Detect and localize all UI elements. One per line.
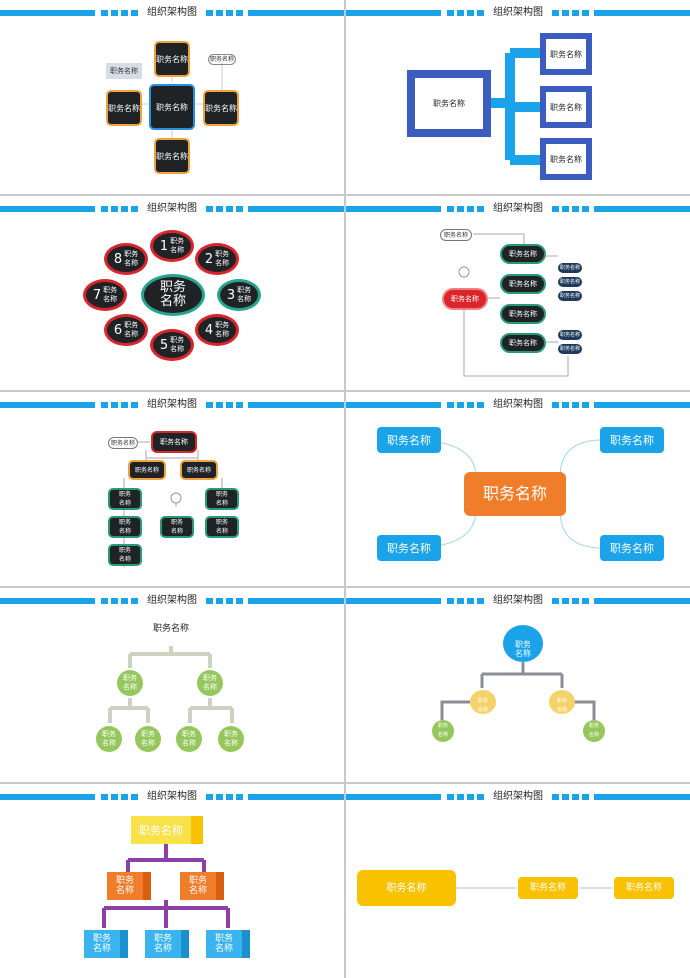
slide-6[interactable]: 组织架构图 职务名称 职务名称 职务名称 职务名称 职务名称 (346, 392, 690, 586)
slide-2[interactable]: 组织架构图 职务名称 职务名称 职务名称 职务名称 (346, 0, 690, 194)
slide-title: 组织架构图 (147, 791, 197, 802)
org-box: 职务 名称 (160, 516, 194, 538)
org-node: 职务 名称 (432, 720, 454, 742)
org-box: 职务 名称 (205, 488, 239, 510)
org-node: 职务 名称 (117, 670, 143, 696)
org-tag: 职务名称 (208, 54, 236, 65)
slide-header: 组织架构图 (346, 399, 690, 411)
org-box: 职务 名称 (180, 872, 224, 900)
org-node: 职务 名称 (135, 726, 161, 752)
org-mini: 职务名称 (558, 263, 582, 273)
org-box: 职务 名称 (145, 930, 189, 958)
org-node: 职务 名称 (176, 726, 202, 752)
org-node: 职务 名称 (470, 690, 496, 714)
org-box: 职务名称 (600, 535, 664, 561)
org-box: 职务 名称 (108, 544, 142, 566)
org-node: 职务 名称 (197, 670, 223, 696)
org-box-main: 职务名称 (407, 70, 491, 137)
org-box: 职务 名称 (205, 516, 239, 538)
org-box: 职务名称 (518, 877, 578, 899)
org-box: 职务名称 (500, 274, 546, 294)
org-box: 职务名称 (154, 138, 190, 174)
org-node: 职务 名称 (218, 726, 244, 752)
org-box: 职务名称 (106, 63, 142, 79)
org-box: 职务名称 (128, 460, 166, 480)
slide-header: 组织架构图 (346, 203, 690, 215)
slide-header: 组织架构图 (0, 791, 344, 803)
slide-title: 组织架构图 (493, 791, 543, 802)
slide-header: 组织架构图 (346, 791, 690, 803)
org-box: 职务名称 (154, 41, 190, 77)
slide-header: 组织架构图 (346, 595, 690, 607)
slide-header: 组织架构图 (0, 203, 344, 215)
slide-title: 组织架构图 (493, 399, 543, 410)
org-box: 职务 名称 (206, 930, 250, 958)
org-box: 职务 名称 (108, 516, 142, 538)
org-mini: 职务名称 (558, 291, 582, 301)
org-box: 职务名称 (540, 86, 592, 128)
slide-title: 组织架构图 (147, 7, 197, 18)
slide-title: 组织架构图 (147, 399, 197, 410)
org-box: 职务名称 (500, 244, 546, 264)
org-node: 职务 名称 (96, 726, 122, 752)
slide-1[interactable]: 组织架构图 职务名称 职务名称 职务名称 职务名称 职务名称 职务名称 职务名称 (0, 0, 344, 194)
slide-title: 组织架构图 (493, 7, 543, 18)
slide-title: 组织架构图 (147, 203, 197, 214)
org-box: 职务名称 (500, 333, 546, 353)
slide-10[interactable]: 组织架构图 职务名称 职务名称 职务名称 (346, 784, 690, 978)
org-box-main: 职务名称 (357, 870, 456, 906)
slide-9[interactable]: 组织架构图 职务名称 职务 名称 职务 名称 职务 名称 职务 名称 职务 名称 (0, 784, 344, 978)
org-box: 职务名称 (600, 427, 664, 453)
org-box-main: 职务名称 (149, 84, 195, 130)
org-node-main: 职务 名称 (503, 625, 543, 662)
org-box: 职务名称 (203, 90, 239, 126)
org-tag: 职务名称 (108, 437, 138, 449)
org-box: 职务名称 (500, 304, 546, 324)
slide-7[interactable]: 组织架构图 职务名称 职务 名称 职务 名称 职务 名称 职务 名称 职务 名称… (0, 588, 344, 782)
org-mini: 职务名称 (558, 330, 582, 340)
org-box-main: 职务名称 (442, 288, 488, 310)
org-box-main: 职务名称 (131, 816, 203, 844)
slide-header: 组织架构图 (0, 399, 344, 411)
slide-5[interactable]: 组织架构图 职务名称 职务名称 职务名称 职务名称 职务 名称 职务 名称 职务… (0, 392, 344, 586)
org-top-label: 职务名称 (152, 624, 189, 634)
org-node: 职务 名称 (549, 690, 575, 714)
slide-header: 组织架构图 (0, 7, 344, 19)
org-mini: 职务名称 (558, 277, 582, 287)
org-box: 职务名称 (377, 535, 441, 561)
slide-8[interactable]: 组织架构图 职务 名称 职务 名称 职务 名称 职务 名称 职务 名称 (346, 588, 690, 782)
org-box: 职务名称 (540, 33, 592, 75)
org-box: 职务名称 (180, 460, 218, 480)
slide-header: 组织架构图 (346, 7, 690, 19)
org-node: 职务 名称 (583, 720, 605, 742)
org-box: 职务名称 (377, 427, 441, 453)
org-box: 职务 名称 (107, 872, 151, 900)
org-tag: 职务名称 (440, 229, 472, 241)
org-center: 职务 名称 (141, 274, 205, 316)
slide-4[interactable]: 组织架构图 职务名称 职务名称 职务名称 职务名称 职务名称 职务名称 职务名称… (346, 196, 690, 390)
org-box-main: 职务名称 (151, 431, 197, 453)
slide-title: 组织架构图 (493, 203, 543, 214)
org-box: 职务名称 (614, 877, 674, 899)
slide-header: 组织架构图 (0, 595, 344, 607)
org-box: 职务 名称 (84, 930, 128, 958)
org-box: 职务名称 (106, 90, 142, 126)
slide-title: 组织架构图 (147, 595, 197, 606)
org-mini: 职务名称 (558, 344, 582, 354)
org-box-main: 职务名称 (464, 472, 566, 516)
org-box: 职务名称 (540, 138, 592, 180)
org-box: 职务 名称 (108, 488, 142, 510)
slide-title: 组织架构图 (493, 595, 543, 606)
